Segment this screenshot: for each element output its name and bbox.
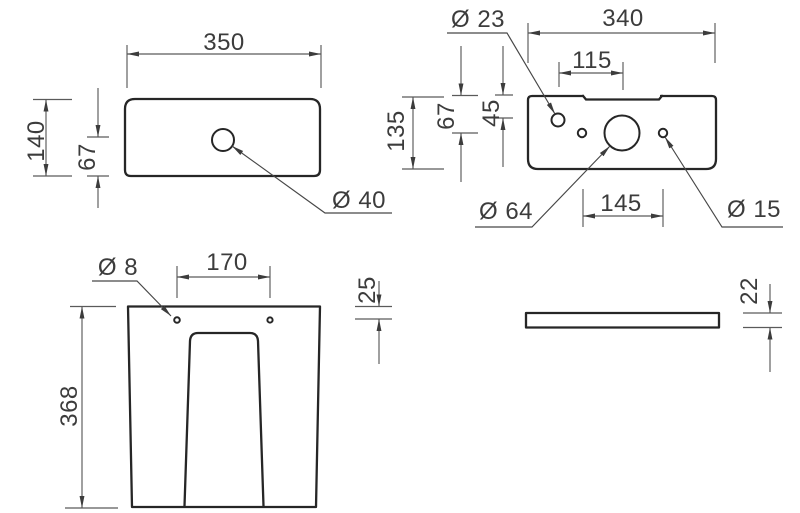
dim-text-cistern-width: 340 <box>602 5 644 32</box>
leader-side-hole-diameter: Ø 15 <box>664 136 783 228</box>
dim-corner-hole-center: 45 <box>478 46 513 167</box>
dim-main-hole-center: 67 <box>433 46 478 182</box>
dim-text-hole-pitch-lower: 145 <box>600 190 642 217</box>
cistern-top-recess <box>581 94 664 101</box>
dim-lid-hole-offset: 67 <box>74 88 109 208</box>
cistern-side-hole <box>657 127 669 139</box>
leader-corner-hole-diameter: Ø 23 <box>447 6 556 115</box>
cistern-main-hole <box>603 114 641 152</box>
dim-cistern-depth: 135 <box>383 96 444 170</box>
dim-bolt-hole-pitch: 170 <box>176 249 271 298</box>
notch-mask <box>584 93 660 98</box>
cistern-outline <box>526 94 718 171</box>
dia-text-side-hole: Ø 15 <box>727 196 781 223</box>
dim-cistern-width: 340 <box>527 5 716 63</box>
dim-cistern-hole-pitch-upper: 115 <box>558 47 624 90</box>
pedestal-outline <box>126 305 322 509</box>
leader-line <box>231 145 392 214</box>
lid-outline <box>123 97 322 178</box>
cistern-top-view: 340 115 135 67 45 <box>383 5 783 228</box>
dim-text-corner-hole-center: 45 <box>478 99 505 127</box>
dim-lid-width: 350 <box>126 29 322 88</box>
dim-text-main-hole-center: 67 <box>433 102 460 130</box>
dim-cistern-hole-pitch-lower: 145 <box>582 189 664 227</box>
dim-lid-thickness: 22 <box>736 277 782 372</box>
dim-text-lid-width: 350 <box>203 29 245 56</box>
lid-top-view: 350 140 67 Ø 40 <box>23 29 392 214</box>
leader-line <box>92 280 172 317</box>
leader-lid-hole-diameter: Ø 40 <box>231 145 392 214</box>
cistern-small-hole <box>576 127 588 139</box>
dim-text-lid-thickness: 22 <box>736 277 763 305</box>
cistern-corner-hole <box>550 112 566 128</box>
leader-line <box>475 145 611 228</box>
dia-text-lid-hole: Ø 40 <box>332 187 386 214</box>
pedestal-cutout <box>183 331 265 508</box>
lid-hole <box>211 128 235 152</box>
lid-side-view: 22 <box>524 277 782 372</box>
dia-text-bolt-hole: Ø 8 <box>98 254 138 281</box>
leader-line <box>447 32 556 115</box>
pedestal-bolt-hole-right <box>266 316 274 324</box>
dim-text-pedestal-height: 368 <box>56 385 83 427</box>
dim-text-hole-pitch-upper: 115 <box>572 47 612 74</box>
leader-bolt-hole-diameter: Ø 8 <box>92 254 172 317</box>
dim-text-lid-hole-offset: 67 <box>74 143 101 171</box>
leader-main-hole-diameter: Ø 64 <box>475 145 611 228</box>
dim-text-bolt-hole-pitch: 170 <box>206 249 248 276</box>
dia-text-main-hole: Ø 64 <box>479 198 533 225</box>
dim-text-bolt-hole-offset: 25 <box>354 276 381 304</box>
pedestal-bolt-hole-left <box>173 316 181 324</box>
leader-line <box>664 136 783 228</box>
dim-bolt-hole-offset: 25 <box>354 276 392 364</box>
lid-side-outline <box>524 311 721 329</box>
dim-text-cistern-depth: 135 <box>383 110 410 152</box>
dim-pedestal-height: 368 <box>56 305 118 509</box>
dim-text-lid-height: 140 <box>23 120 50 162</box>
dia-text-corner-hole: Ø 23 <box>451 6 505 33</box>
pedestal-back-view: 368 170 25 Ø 8 <box>56 249 392 509</box>
dim-lid-height: 140 <box>23 98 72 177</box>
